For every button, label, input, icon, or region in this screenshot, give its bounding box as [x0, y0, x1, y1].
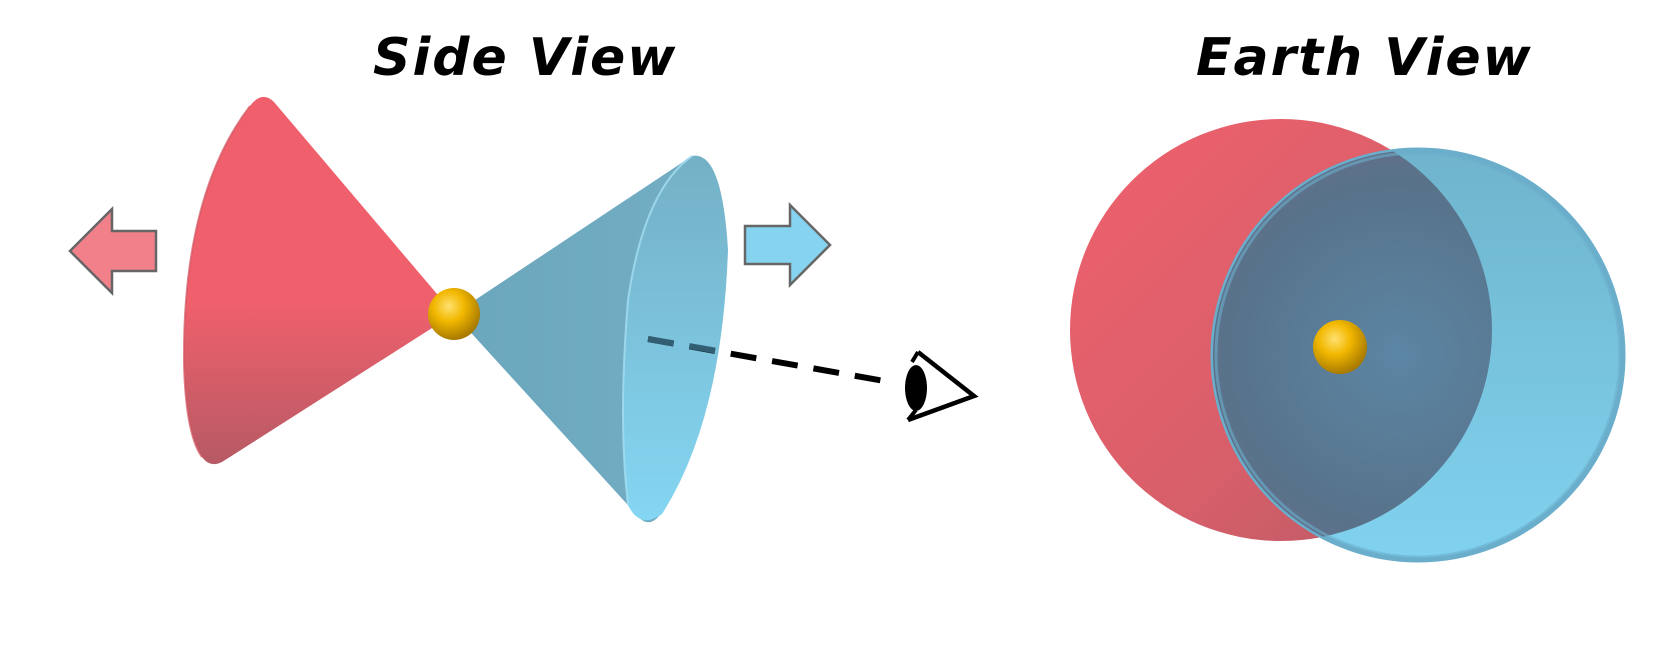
earth-view-title: Earth View — [1196, 28, 1533, 88]
overlap-region — [1213, 150, 1492, 541]
blue-cone-base — [623, 155, 728, 521]
blue-direction-arrow — [743, 201, 832, 289]
red-jet-cone — [182, 96, 454, 465]
eye-icon — [905, 350, 979, 423]
central-source-earth-view — [1313, 320, 1367, 374]
central-source — [428, 288, 480, 340]
side-view-panel — [68, 96, 979, 523]
earth-view-panel — [1070, 119, 1626, 563]
side-view-title: Side View — [373, 28, 678, 88]
blue-jet-cone — [454, 155, 728, 523]
red-direction-arrow — [68, 205, 158, 297]
